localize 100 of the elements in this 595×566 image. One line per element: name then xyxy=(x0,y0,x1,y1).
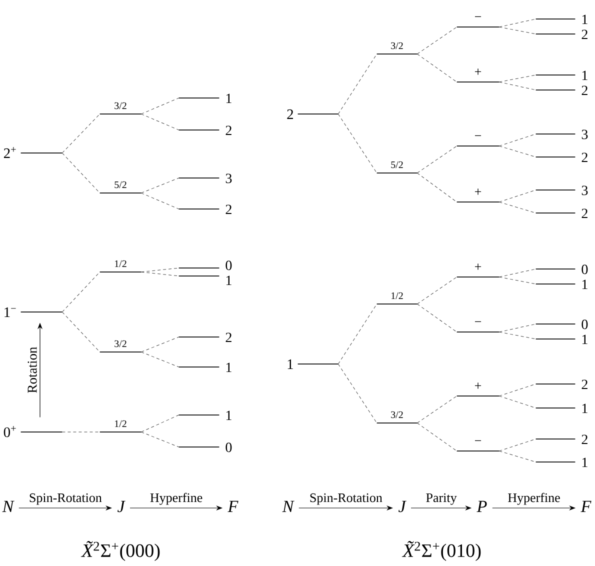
dashed-line xyxy=(140,336,180,352)
dashed-line xyxy=(140,414,180,432)
dashed-line xyxy=(416,172,458,202)
energy-level: − xyxy=(456,135,500,147)
dashed-line xyxy=(498,190,536,202)
dashed-line xyxy=(498,134,536,146)
math-symbol: F xyxy=(580,500,592,512)
energy-level: 2 xyxy=(536,86,588,95)
energy-level: 2 xyxy=(287,109,338,119)
dashed-line xyxy=(140,114,180,130)
edge-label: Parity xyxy=(426,493,457,505)
edge-label: Rotation xyxy=(28,346,37,393)
energy-level: − xyxy=(456,440,500,452)
energy-level: 1 xyxy=(178,410,232,420)
dashed-line xyxy=(498,324,536,332)
caption: X̃$^{2}$Σ$^{+}$(010) xyxy=(402,541,481,561)
dashed-line xyxy=(416,146,458,174)
energy-level: 1/2 xyxy=(100,420,142,433)
dashed-line xyxy=(498,450,536,462)
energy-level: 2$^{+}$ xyxy=(4,147,62,158)
energy-level: 2 xyxy=(536,30,588,39)
dashed-line xyxy=(498,146,536,158)
dashed-line xyxy=(338,304,378,364)
energy-level: 2 xyxy=(536,380,588,389)
energy-level: 1/2 xyxy=(376,292,418,305)
caption: X̃$^{2}$Σ$^{+}$(000) xyxy=(80,541,160,561)
math-symbol: J xyxy=(398,500,406,512)
energy-level: 3/2 xyxy=(100,340,142,353)
energy-level: 1 xyxy=(536,14,588,24)
dashed-line xyxy=(416,422,458,452)
dashed-line xyxy=(498,396,536,408)
energy-level: 1/2 xyxy=(100,260,142,273)
dashed-line xyxy=(498,82,536,90)
dashed-line xyxy=(62,114,100,154)
dashed-line xyxy=(498,384,536,396)
energy-level: + xyxy=(456,382,500,397)
dashed-line xyxy=(416,54,458,82)
dashed-line xyxy=(416,276,458,304)
energy-level: 2 xyxy=(536,208,588,218)
energy-level: 3 xyxy=(536,130,588,140)
dashed-line xyxy=(140,432,180,448)
dashed-line xyxy=(498,26,536,34)
energy-level: 1 xyxy=(536,280,588,289)
energy-level: 1 xyxy=(536,404,588,413)
energy-level: 2 xyxy=(536,152,588,162)
energy-level: + xyxy=(456,68,500,83)
dashed-line xyxy=(416,396,458,424)
dashed-line xyxy=(338,364,378,424)
dashed-line xyxy=(498,18,536,28)
energy-level: 3 xyxy=(178,174,232,184)
energy-level: 1 xyxy=(536,70,588,80)
dashed-line xyxy=(498,202,536,214)
dashed-line xyxy=(498,438,536,452)
energy-level: 0 xyxy=(536,264,588,274)
dashed-line xyxy=(140,178,180,194)
energy-level: − xyxy=(456,321,500,333)
energy-level: 1 xyxy=(536,334,588,344)
dashed-line xyxy=(338,54,378,114)
energy-level: + xyxy=(456,188,500,203)
dashed-line xyxy=(62,152,100,194)
energy-level: 5/2 xyxy=(376,161,418,174)
energy-level: + xyxy=(456,264,500,278)
dashed-line xyxy=(62,312,100,352)
math-symbol: N xyxy=(2,500,14,512)
energy-level: 1 xyxy=(178,362,232,372)
energy-level: 1$^{−}$ xyxy=(4,307,62,317)
edge-label: Hyperfine xyxy=(150,492,202,505)
math-symbol: J xyxy=(117,500,126,512)
edge-label: Spin-Rotation xyxy=(30,493,102,505)
energy-level: 1 xyxy=(536,458,588,467)
energy-level: 0 xyxy=(536,320,588,330)
edge-label: Hyperfine xyxy=(508,492,560,505)
dashed-line xyxy=(140,272,180,276)
dashed-line xyxy=(140,98,180,114)
math-symbol: N xyxy=(282,500,294,512)
dashed-line xyxy=(416,304,458,332)
dashed-line xyxy=(416,26,458,54)
energy-level: 1 xyxy=(178,275,232,285)
energy-level: 0 xyxy=(178,442,232,452)
energy-level: 3/2 xyxy=(376,411,418,424)
dashed-line xyxy=(140,192,180,210)
math-symbol: F xyxy=(228,500,238,512)
dashed-line xyxy=(498,268,536,278)
dashed-line xyxy=(140,268,180,272)
energy-level: − xyxy=(456,16,500,28)
dashed-line xyxy=(498,74,536,82)
energy-level: 2 xyxy=(536,434,588,444)
dashed-line xyxy=(498,276,536,284)
energy-level: 0$^{+}$ xyxy=(4,426,62,438)
math-symbol: P xyxy=(476,500,487,512)
energy-level: 1 xyxy=(178,94,232,103)
energy-level: 3/2 xyxy=(100,102,142,115)
dashed-line xyxy=(498,332,536,340)
energy-level: 1 xyxy=(288,359,338,369)
dashed-line xyxy=(140,352,180,368)
energy-level: 2 xyxy=(178,204,232,214)
edge-label: Spin-Rotation xyxy=(310,493,382,505)
energy-level: 2 xyxy=(178,332,232,342)
energy-level: 3 xyxy=(536,186,588,196)
energy-level: 3/2 xyxy=(376,42,418,55)
